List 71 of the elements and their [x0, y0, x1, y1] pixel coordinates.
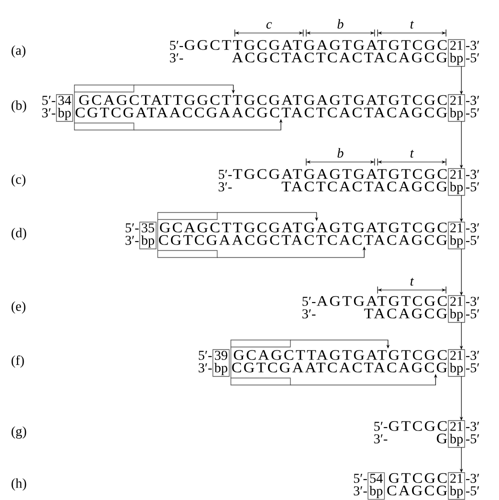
end-label: -3′: [466, 170, 480, 179]
length-box: 21 bp: [448, 94, 466, 122]
end-label: 3′-: [42, 108, 56, 118]
panel-label: (a): [12, 45, 26, 58]
end-label: 3′-: [198, 363, 212, 372]
end-label: 3′-: [218, 182, 232, 192]
length-box: 39 bp: [212, 349, 230, 377]
length-box: 21 bp: [448, 349, 466, 377]
end-label: 5′-: [170, 40, 184, 50]
sequence-text: TACTCACTACAGCG: [282, 182, 447, 192]
length-box: 34 bp: [56, 94, 74, 122]
end-label: 5′-: [218, 170, 232, 179]
end-label: -3′: [466, 96, 480, 105]
dimension-label: c: [266, 22, 272, 29]
end-label: -3′: [466, 296, 480, 306]
sequence-text: CGTCGATAACCGAACGCTACTCACTACAGCG: [76, 108, 447, 118]
length-box: 35 bp: [139, 222, 156, 250]
length-box: 21 bp: [448, 168, 466, 196]
dimension-label: t: [410, 150, 414, 158]
sequence-text: GTCGC: [388, 421, 447, 431]
panel-label: (f): [12, 355, 24, 368]
end-label: -5′: [466, 236, 480, 245]
dimension-label: b: [338, 148, 344, 158]
end-label: 3′-: [302, 309, 316, 318]
panel-label: (e): [12, 301, 26, 314]
panel-label: (h): [12, 478, 26, 491]
sequence-text: G: [436, 434, 448, 444]
end-label: 5′-: [126, 223, 139, 232]
sequence-text: AGTGATGTCGC: [316, 296, 447, 306]
end-label: 5′-: [302, 296, 316, 306]
length-box: 21 bp: [448, 39, 466, 67]
sequence-text: GCAGCTTGCGATGAGTGATGTCGC: [160, 222, 447, 232]
end-label: 3′-: [126, 236, 139, 245]
panel-label: (c): [12, 174, 26, 187]
sequence-text: CGTCGAACGCTACTCACTACAGCG: [158, 235, 447, 245]
end-label: 3′-: [374, 434, 388, 444]
end-label: -5′: [466, 363, 480, 372]
length-box: 54 bp: [368, 472, 385, 500]
sequence-text: GCAGCTTAGTGATGTCGC: [234, 350, 447, 360]
panel-label: (d): [12, 228, 26, 240]
end-label: -3′: [466, 474, 480, 483]
end-label: -3′: [466, 422, 480, 431]
sequence-text: TGCGATGAGTGATGTCGC: [233, 169, 447, 179]
end-label: 5′-: [374, 422, 388, 431]
end-label: -5′: [466, 434, 480, 444]
end-label: -5′: [466, 53, 480, 62]
length-box: 21 bp: [448, 472, 466, 500]
panel-label: (b): [12, 100, 26, 113]
end-label: -5′: [466, 486, 480, 496]
sequence-text: GCAGCTATTGGCTTGCGATGAGTGATGTCGC: [79, 95, 447, 105]
sequence-text: GGCTTGCGATGAGTGATGTCGC: [184, 40, 447, 50]
sequence-text: CGTCGAATCACTACAGCG: [232, 362, 447, 372]
dimension-label: b: [338, 19, 344, 29]
sequence-text: TACAGCG: [364, 308, 447, 318]
end-label: 5′-: [42, 96, 56, 105]
sequence-text: ACGCTACTCACTACAGCG: [232, 52, 447, 62]
end-label: -5′: [466, 182, 480, 192]
end-label: -3′: [466, 350, 480, 360]
length-box: 21 bp: [448, 295, 466, 323]
dimension-label: t: [410, 20, 414, 29]
length-box: 21 bp: [448, 222, 466, 250]
end-label: 5′-: [198, 350, 212, 360]
end-label: -5′: [466, 108, 480, 118]
end-label: -5′: [466, 309, 480, 318]
panel-label: (g): [12, 426, 26, 439]
end-label: -3′: [466, 223, 480, 232]
dimension-label: t: [410, 278, 414, 286]
end-label: 3′-: [170, 53, 184, 62]
sequence-text: CAGCG: [387, 486, 447, 496]
sequence-text: GTCGC: [388, 473, 447, 483]
length-box: 21 bp: [448, 420, 466, 448]
